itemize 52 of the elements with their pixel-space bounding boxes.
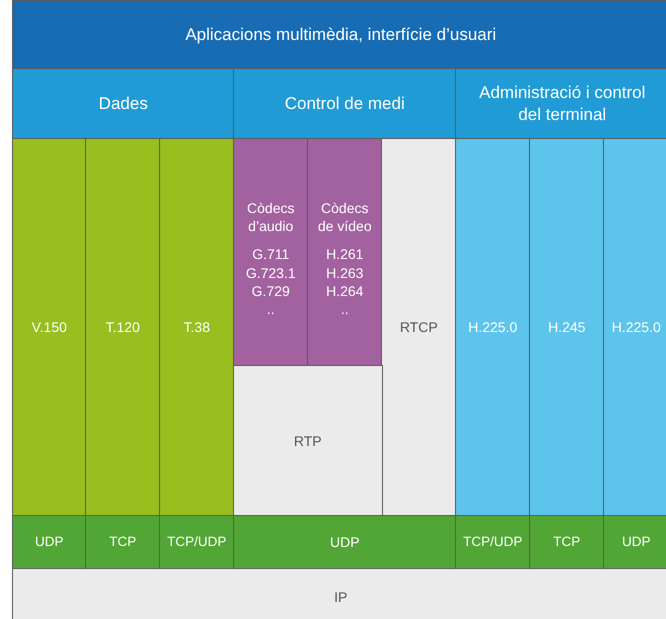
category-header [455, 68, 666, 140]
layer-label: TCP [109, 533, 136, 552]
layer-label: RTP [294, 432, 322, 450]
transport-block [603, 515, 666, 570]
layer-label: T.38 [184, 318, 210, 336]
layer-label: Control de medi [284, 92, 405, 115]
transport-block [233, 515, 456, 570]
layer-label: TCP/UDP [167, 533, 226, 552]
category-header [233, 68, 456, 140]
protocol-block [12, 138, 86, 516]
transport-block [85, 515, 160, 570]
layer-label: IP [334, 588, 348, 606]
codec-name: .. [266, 300, 275, 318]
layer-label: H.225.0 [612, 318, 661, 336]
codec-name: G.711 [252, 245, 290, 264]
layer-label: H.245 [548, 318, 586, 336]
transport-block [159, 515, 234, 570]
category-header [12, 68, 234, 140]
layer-label: V.150 [32, 318, 67, 336]
layer-label: Administració i control del terminal [478, 82, 646, 126]
transport-block [529, 515, 604, 570]
transport-block [455, 515, 530, 570]
layer-label: Aplicacions multimèdia, interfície d’usuari [185, 24, 496, 46]
codec-block [307, 138, 382, 366]
protocol-block [455, 138, 530, 516]
layer-label: T.120 [106, 318, 140, 336]
transport-block [12, 515, 86, 570]
layer-label: Dades [98, 92, 148, 115]
codec-name: H.263 [326, 264, 364, 282]
layer-label: UDP [330, 533, 360, 552]
codec-heading: Còdecs de vídeo [316, 199, 373, 236]
codec-name: .. [340, 300, 349, 318]
codec-name: G.729 [252, 282, 290, 300]
codec-heading: Còdecs d’audio [246, 199, 296, 236]
codec-block [233, 138, 308, 366]
layer-label: TCP [553, 533, 580, 552]
protocol-block [233, 365, 382, 516]
application-layer [12, 0, 666, 70]
codec-name: G.723.1 [246, 264, 296, 282]
layer-label: H.225.0 [468, 318, 518, 336]
layer-label: TCP/UDP [463, 533, 522, 552]
protocol-block [381, 138, 456, 516]
layer-label: RTCP [400, 318, 438, 336]
layer-label: UDP [622, 533, 650, 552]
protocol-block [85, 138, 160, 516]
layer-label: UDP [34, 533, 64, 552]
protocol-block [603, 138, 666, 516]
codec-name: H.264 [326, 282, 364, 300]
protocol-block [159, 138, 234, 516]
protocol-block [12, 568, 666, 619]
protocol-block [529, 138, 604, 516]
codec-name: H.261 [326, 245, 364, 264]
